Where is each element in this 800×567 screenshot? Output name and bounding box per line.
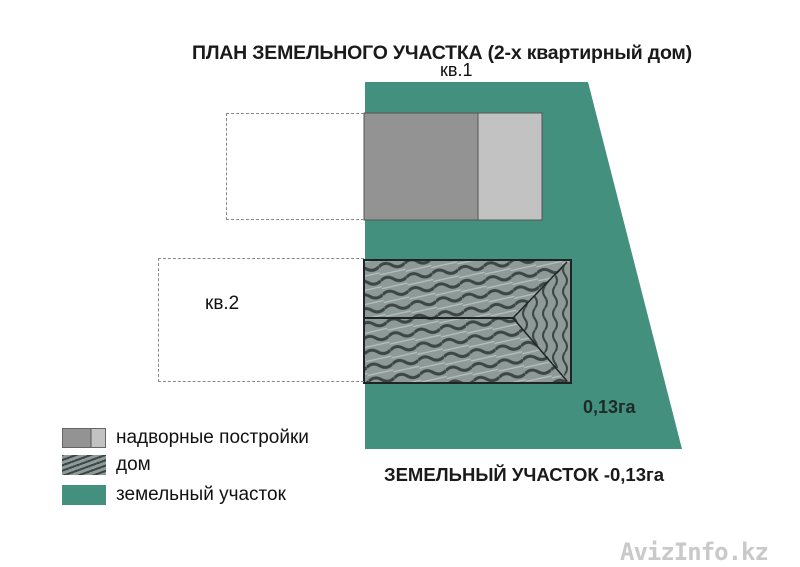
legend-item-land-plot: земельный участок <box>62 484 286 506</box>
outbuilding-light <box>477 112 543 221</box>
page-title: ПЛАН ЗЕМЕЛЬНОГО УЧАСТКА (2-х квартирный … <box>192 42 692 64</box>
legend-label: земельный участок <box>116 484 286 505</box>
legend-item-outbuildings: надворные постройки <box>62 427 309 449</box>
unit2-label: кв.2 <box>205 293 240 314</box>
outbuilding-swatch-icon <box>62 428 106 448</box>
unit1-label: кв.1 <box>440 60 473 80</box>
legend-label: дом <box>116 454 151 475</box>
watermark: AvizInfo.kz <box>620 538 769 566</box>
house-roof-swatch-icon <box>62 455 106 475</box>
plot-area-label: 0,13га <box>583 397 636 417</box>
bottom-caption: ЗЕМЕЛЬНЫЙ УЧАСТОК -0,13га <box>384 464 664 485</box>
legend-item-house: дом <box>62 454 151 476</box>
legend-label: надворные постройки <box>116 427 309 448</box>
unit1-outline <box>226 113 364 220</box>
land-plot-swatch-icon <box>62 485 106 505</box>
unit2-outline <box>158 258 364 382</box>
house-roof <box>363 259 572 384</box>
outbuilding-dark <box>363 112 479 221</box>
